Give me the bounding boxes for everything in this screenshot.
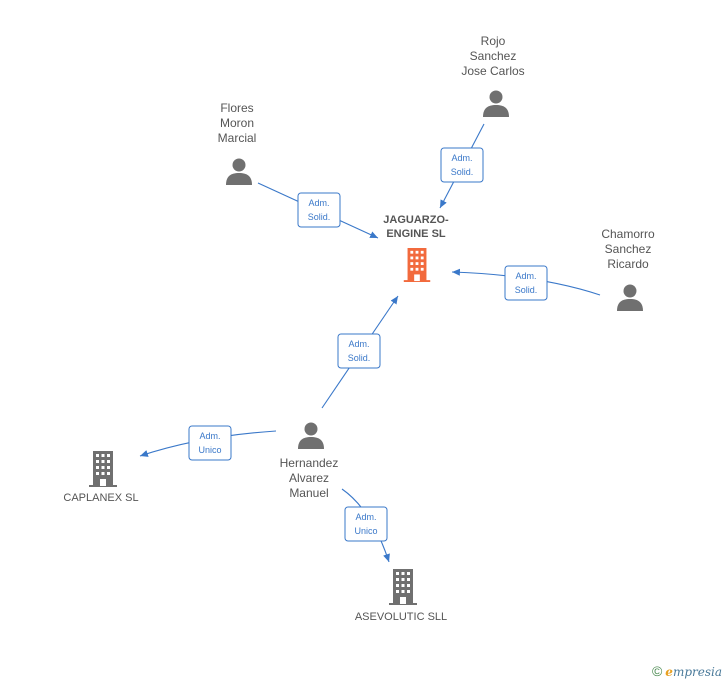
node-person-chamorro[interactable]: Chamorro Sanchez Ricardo bbox=[601, 227, 655, 311]
building-icon bbox=[389, 569, 417, 605]
relation-line-1: Adm. bbox=[348, 339, 369, 349]
person-name-line-3: Marcial bbox=[218, 131, 257, 145]
relation-line-2: Solid. bbox=[348, 353, 371, 363]
relation-line-2: Unico bbox=[198, 445, 221, 455]
relation-line-1: Adm. bbox=[515, 271, 536, 281]
relation-line-2: Unico bbox=[354, 526, 377, 536]
node-company-asevolutic[interactable]: ASEVOLUTIC SLL bbox=[355, 569, 447, 623]
building-icon bbox=[89, 451, 117, 487]
brand-logo-text: mpresia bbox=[672, 665, 722, 679]
relation-line-1: Adm. bbox=[308, 198, 329, 208]
person-name-line-2: Alvarez bbox=[289, 471, 329, 485]
relation-label-hernandez-main[interactable]: Adm. Solid. bbox=[337, 333, 381, 369]
copyright-icon: © bbox=[651, 663, 663, 679]
person-name-line-1: Rojo bbox=[481, 34, 506, 48]
relation-label-hernandez-caplanex[interactable]: Adm. Unico bbox=[188, 425, 232, 461]
relation-line-1: Adm. bbox=[355, 512, 376, 522]
person-icon bbox=[298, 422, 324, 449]
person-name-line-3: Ricardo bbox=[607, 257, 649, 271]
person-name-line-1: Hernandez bbox=[280, 456, 339, 470]
person-icon bbox=[617, 284, 643, 311]
relation-label-hernandez-asevolutic[interactable]: Adm. Unico bbox=[344, 506, 388, 542]
node-person-flores[interactable]: Flores Moron Marcial bbox=[218, 101, 257, 185]
relation-line-2: Solid. bbox=[451, 167, 474, 177]
node-main-company[interactable]: JAGUARZO- ENGINE SL bbox=[383, 214, 449, 282]
node-person-hernandez[interactable]: Hernandez Alvarez Manuel bbox=[280, 422, 339, 501]
person-icon bbox=[483, 90, 509, 117]
person-icon bbox=[226, 158, 252, 185]
relation-line-2: Solid. bbox=[515, 285, 538, 295]
relation-line-1: Adm. bbox=[199, 431, 220, 441]
person-name-line-2: Sanchez bbox=[605, 242, 652, 256]
person-name-line-2: Sanchez bbox=[470, 49, 517, 63]
relation-line-1: Adm. bbox=[451, 153, 472, 163]
main-company-name-line-1: JAGUARZO- bbox=[383, 214, 449, 226]
main-company-name-line-2: ENGINE SL bbox=[386, 228, 446, 240]
company-name: ASEVOLUTIC SLL bbox=[355, 611, 447, 623]
person-name-line-2: Moron bbox=[220, 116, 254, 130]
empresia-watermark: ©empresia bbox=[652, 663, 722, 679]
company-name: CAPLANEX SL bbox=[63, 492, 138, 504]
person-name-line-1: Chamorro bbox=[601, 227, 655, 241]
relation-label-flores-main[interactable]: Adm. Solid. bbox=[297, 192, 341, 228]
relation-label-rojo-main[interactable]: Adm. Solid. bbox=[440, 147, 484, 183]
relation-label-chamorro-main[interactable]: Adm. Solid. bbox=[504, 265, 548, 301]
brand-logo-e: e bbox=[665, 665, 673, 679]
person-name-line-1: Flores bbox=[220, 101, 253, 115]
relation-line-2: Solid. bbox=[308, 212, 331, 222]
person-name-line-3: Manuel bbox=[289, 486, 328, 500]
person-name-line-3: Jose Carlos bbox=[461, 64, 524, 78]
node-company-caplanex[interactable]: CAPLANEX SL bbox=[63, 451, 139, 504]
building-icon bbox=[403, 248, 431, 282]
node-person-rojo[interactable]: Rojo Sanchez Jose Carlos bbox=[461, 34, 525, 117]
